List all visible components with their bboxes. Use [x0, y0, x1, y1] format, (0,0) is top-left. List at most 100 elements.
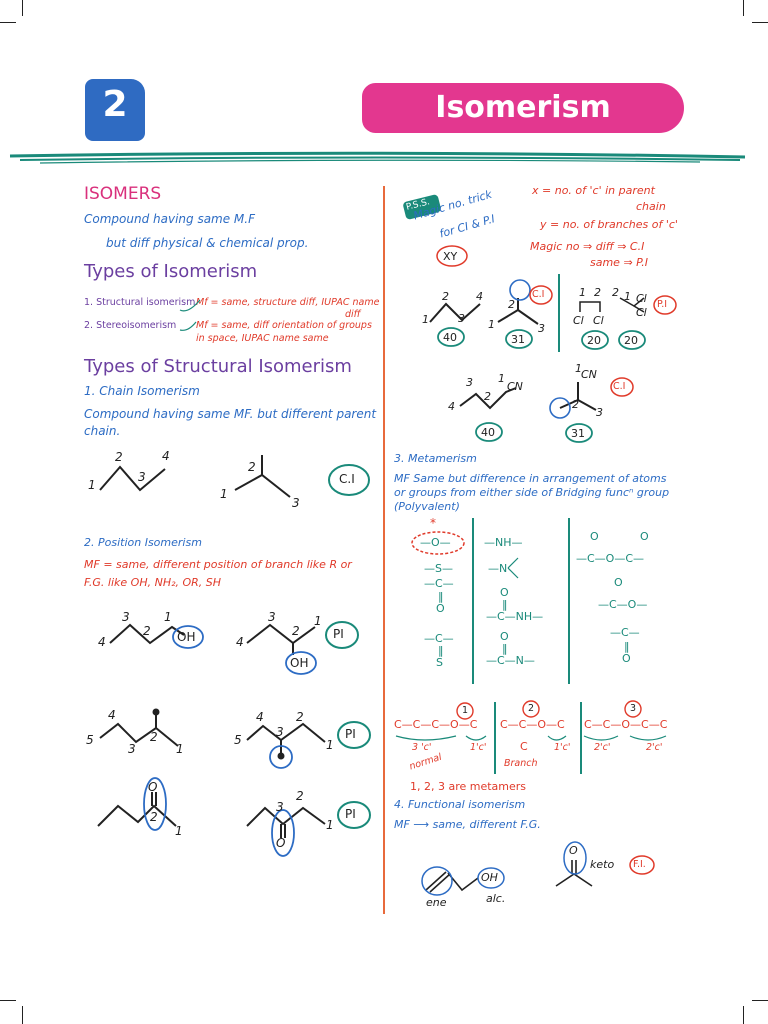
metamer-braces: [395, 735, 667, 741]
metamer-1-chain: C—C—C—O—C: [394, 718, 478, 731]
methylpentane-structure: [99, 708, 179, 747]
type1-desc-line2: diff: [345, 309, 361, 320]
metamer-3-chain: C—C—O—C—C: [584, 718, 668, 731]
double-bond: ‖: [624, 640, 630, 653]
cl-label: Cl: [573, 314, 584, 327]
metamer-number: 2: [528, 703, 535, 714]
double-bond: ‖: [438, 644, 444, 657]
num-label: 2: [484, 390, 491, 403]
magic-31: 31: [511, 333, 525, 346]
num-label: 1: [624, 290, 631, 303]
oh-label: OH: [177, 630, 196, 644]
num-label: 2: [572, 398, 579, 411]
checkmark-icon: [179, 299, 201, 331]
carbonyl-circle: [271, 809, 295, 857]
metamer-2-chain: C—C—O—C: [500, 718, 565, 731]
meta-def-line3: (Polyvalent): [394, 500, 460, 513]
x-def-line2: chain: [636, 200, 666, 213]
chain-def-line1: Compound having same MF. but different p…: [84, 407, 377, 421]
magic-40: 40: [443, 331, 457, 344]
metamer-number-circle: [456, 702, 474, 720]
pentanone-structure: [97, 792, 177, 827]
num-label: 1: [326, 738, 334, 752]
num-label: 2: [594, 286, 601, 299]
pi-badge: PI: [333, 627, 344, 641]
isomers-def-line2: but diff physical & chemical prop.: [106, 236, 309, 250]
num-label: 2: [508, 298, 515, 311]
num-label: 3: [596, 406, 603, 419]
letter-o: O: [590, 530, 599, 543]
butane-structure: [99, 465, 166, 492]
oxygen-label: O: [148, 780, 158, 794]
badge-circle: [505, 329, 533, 349]
metamers-note: 1, 2, 3 are metamers: [410, 780, 527, 793]
num-label: 4: [236, 635, 244, 649]
n-branches: [507, 557, 519, 579]
group-c: —C—: [610, 626, 640, 639]
num-label: 1: [498, 372, 505, 385]
num-label: 2: [442, 290, 449, 303]
pi-badge: PI: [345, 727, 356, 741]
num-label: 3: [466, 376, 473, 389]
types-heading: Types of Isomerism: [84, 261, 258, 282]
num-label: 4: [448, 400, 455, 413]
position-title: 2. Position Isomerism: [84, 536, 202, 549]
ci-badge: C.I: [339, 472, 355, 486]
badge-circle: [475, 422, 503, 442]
type2-desc-line2: in space, IUPAC name same: [196, 333, 329, 344]
alkene-circle: [421, 866, 453, 896]
group-coc: —C—O—C—: [576, 552, 645, 565]
metamer-1c: 1'c': [470, 742, 487, 753]
magic-40: 40: [481, 426, 495, 439]
functional-def: MF ⟶ same, different F.G.: [394, 818, 541, 831]
crop-mark: [743, 0, 744, 16]
keto-label: keto: [590, 858, 615, 871]
isomers-def-line1: Compound having same M.F: [84, 212, 256, 226]
num-label: 3: [138, 470, 146, 484]
num-label: 1: [175, 824, 183, 838]
num-label: 2: [292, 624, 300, 638]
num-label: 4: [162, 449, 170, 463]
isomers-heading: ISOMERS: [84, 184, 162, 204]
magic-diff: Magic no ⇒ diff ⇒ C.I: [530, 240, 645, 253]
crop-mark: [0, 1000, 16, 1001]
num-label: 3: [538, 322, 545, 335]
3-methylpentane-structure: [246, 722, 326, 760]
magic-31: 31: [571, 427, 585, 440]
magic-20: 20: [587, 334, 601, 347]
num-label: 1: [88, 478, 96, 492]
magic-20: 20: [624, 334, 638, 347]
num-label: 2: [150, 730, 158, 744]
pi-label: P.I: [657, 299, 668, 310]
normal-label: normal: [408, 751, 444, 773]
position-def-line2: F.G. like OH, NH₂, OR, SH: [84, 576, 222, 589]
position-def-line1: MF = same, different position of branch …: [84, 558, 352, 571]
carbonyl-circle: [563, 841, 587, 875]
num-label: 3: [458, 312, 465, 325]
cl-label: Cl: [593, 314, 604, 327]
badge-circle: [653, 295, 677, 315]
num-label: 3: [122, 610, 130, 624]
num-label: 2: [296, 710, 304, 724]
num-label: 3: [128, 742, 136, 756]
magic-same: same ⇒ P.I: [590, 256, 649, 269]
3-pentanone-structure: [246, 806, 326, 838]
letter-o: O: [614, 576, 623, 589]
num-label: 1: [579, 286, 586, 299]
num-label: 2: [296, 789, 304, 803]
metamer-number: 1: [462, 705, 469, 716]
gem-dichloro-structure: [619, 297, 645, 313]
branch-circle: [509, 279, 531, 301]
num-label: 1: [314, 614, 322, 628]
star-mark: *: [430, 516, 436, 530]
group-c: —C—: [424, 577, 454, 590]
isobutyronitrile-structure: [559, 382, 597, 411]
crop-mark: [22, 1006, 23, 1024]
num-label: 1: [575, 362, 582, 375]
group-n: —N: [488, 562, 508, 575]
type2-desc-line1: Mf = same, diff orientation of groups: [196, 320, 372, 331]
badge-circle: [337, 721, 371, 749]
num-label: 3: [276, 725, 284, 739]
badge-circle: [529, 285, 553, 305]
oh-circle: [172, 625, 204, 649]
